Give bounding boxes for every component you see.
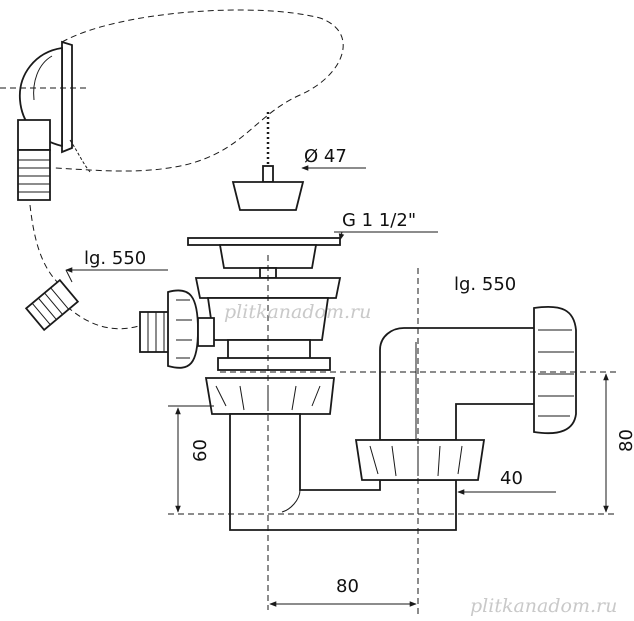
watermarks: plitkanadom.ru plitkanadom.ru bbox=[224, 301, 617, 617]
label-diameter-47: Ø 47 bbox=[304, 146, 347, 167]
dimension-lines bbox=[65, 165, 609, 607]
hose-fragment bbox=[24, 278, 80, 332]
watermark-bottom: plitkanadom.ru bbox=[470, 595, 617, 617]
outlet-pipe bbox=[379, 327, 541, 441]
coupling-nut bbox=[204, 377, 336, 415]
overflow-connector bbox=[139, 289, 215, 369]
plug-chain bbox=[231, 112, 305, 211]
label-height-60: 60 bbox=[190, 439, 211, 462]
overflow-corrugated-pipe bbox=[17, 149, 51, 201]
label-height-80: 80 bbox=[616, 429, 634, 452]
strainer-flange bbox=[187, 237, 341, 279]
overflow-cap bbox=[17, 40, 91, 201]
label-thread: G 1 1/2" bbox=[342, 210, 416, 231]
axis-lines bbox=[168, 255, 618, 615]
label-offset-40: 40 bbox=[500, 468, 523, 489]
outlet-nut bbox=[354, 439, 486, 481]
watermark-center: plitkanadom.ru bbox=[224, 301, 371, 323]
wall-outlet-cap bbox=[533, 306, 577, 435]
label-overflow-length: lg. 550 bbox=[84, 248, 146, 269]
label-outlet-length: lg. 550 bbox=[454, 274, 516, 295]
label-width-80: 80 bbox=[336, 576, 359, 597]
dimension-labels: Ø 47 G 1 1/2" lg. 550 lg. 550 40 80 60 8… bbox=[84, 146, 634, 597]
